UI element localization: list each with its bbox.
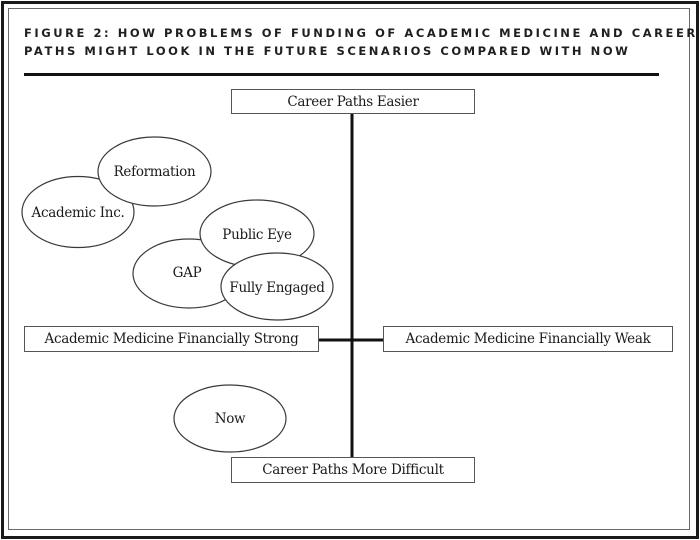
scenario-reformation: Reformation	[97, 136, 212, 207]
axis-label-left: Academic Medicine Financially Strong	[24, 326, 319, 352]
ellipse-now	[173, 384, 287, 453]
label-public-eye: Public Eye	[222, 227, 292, 243]
figure-title-line-2: PATHS MIGHT LOOK IN THE FUTURE SCENARIOS…	[24, 43, 631, 58]
title-rule	[24, 73, 659, 76]
ellipse-fully-engaged	[220, 252, 334, 321]
inner-frame	[8, 8, 690, 530]
label-now: Now	[215, 411, 246, 427]
scenario-now: Now	[173, 384, 287, 453]
figure-title: FIGURE 2: HOW PROBLEMS OF FUNDING OF ACA…	[24, 25, 698, 60]
scenario-fully-engaged: Fully Engaged	[220, 252, 334, 321]
figure-title-line-1: FIGURE 2: HOW PROBLEMS OF FUNDING OF ACA…	[24, 26, 698, 40]
ellipse-reformation	[97, 136, 212, 207]
label-academic-inc: Academic Inc.	[31, 205, 125, 221]
axis-label-top: Career Paths Easier	[231, 89, 475, 114]
axis-label-right: Academic Medicine Financially Weak	[383, 326, 673, 352]
ellipse-academic-inc	[21, 175, 135, 249]
label-reformation: Reformation	[114, 164, 196, 180]
axis-label-bottom: Career Paths More Difficult	[231, 457, 475, 483]
scenario-academic-inc: Academic Inc.	[21, 175, 135, 249]
label-gap: GAP	[173, 265, 202, 281]
label-fully-engaged: Fully Engaged	[229, 280, 325, 296]
scenario-public-eye: Public Eye	[199, 199, 315, 268]
